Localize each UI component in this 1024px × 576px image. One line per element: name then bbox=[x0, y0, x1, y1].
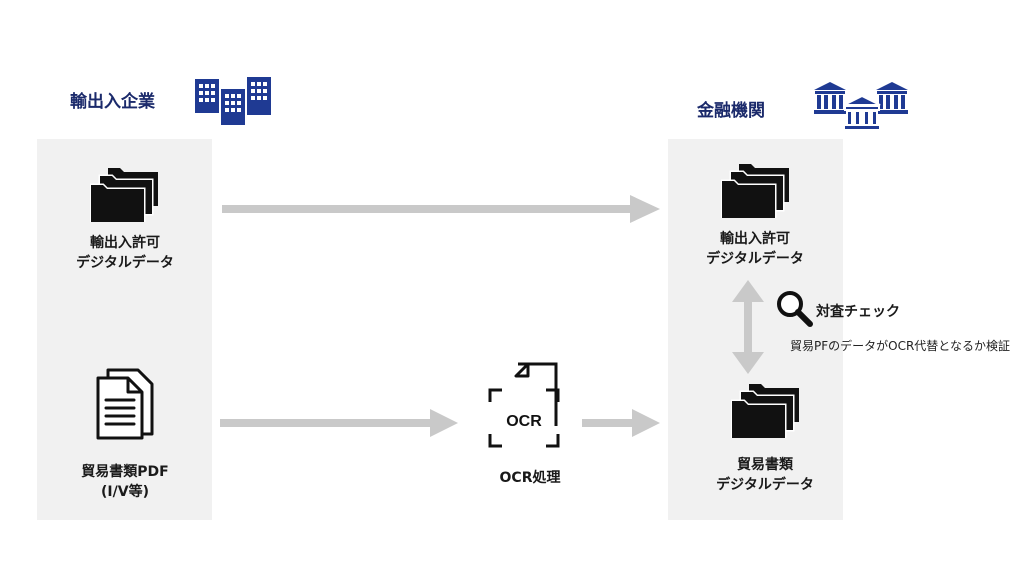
reconcile-check-note: 貿易PFのデータがOCR代替となるか検証 bbox=[790, 339, 1010, 353]
reconcile-check-title: 対査チェック bbox=[816, 304, 900, 320]
bank-license-folders-icon bbox=[721, 160, 791, 218]
magnifier-icon bbox=[775, 289, 813, 327]
exporter-license-label: 輸出入許可 デジタルデータ bbox=[40, 233, 210, 273]
document-icon bbox=[94, 368, 156, 440]
bank-license-label: 輸出入許可 デジタルデータ bbox=[670, 229, 840, 269]
arrow-license-to-bank bbox=[222, 194, 662, 224]
ocr-scan-icon: OCR bbox=[488, 362, 574, 458]
exporter-license-line2: デジタルデータ bbox=[76, 255, 174, 271]
folders-icon bbox=[90, 164, 160, 222]
bank-license-line1: 輸出入許可 bbox=[720, 231, 790, 247]
ocr-icon-text: OCR bbox=[506, 413, 542, 430]
bank-trade-folders-icon bbox=[731, 380, 801, 438]
bank-license-line2: デジタルデータ bbox=[706, 251, 804, 267]
trade-pdf-line1: 貿易書類PDF bbox=[81, 464, 169, 480]
bank-buildings-icon bbox=[814, 80, 910, 132]
bank-heading: 金融機関 bbox=[697, 101, 765, 121]
bank-trade-line2: デジタルデータ bbox=[716, 477, 814, 493]
arrow-pdf-to-ocr bbox=[220, 408, 460, 438]
reconcile-double-arrow bbox=[731, 280, 765, 374]
arrow-ocr-to-bank bbox=[582, 408, 662, 438]
exporter-license-line1: 輸出入許可 bbox=[90, 235, 160, 251]
bank-trade-label: 貿易書類 デジタルデータ bbox=[680, 455, 850, 495]
office-buildings-icon bbox=[195, 77, 275, 127]
exporter-heading: 輸出入企業 bbox=[70, 92, 155, 112]
bank-trade-line1: 貿易書類 bbox=[737, 457, 793, 473]
trade-pdf-label: 貿易書類PDF (I/V等) bbox=[40, 462, 210, 502]
ocr-process-label: OCR処理 bbox=[499, 470, 561, 486]
trade-pdf-line2: (I/V等) bbox=[101, 484, 149, 500]
